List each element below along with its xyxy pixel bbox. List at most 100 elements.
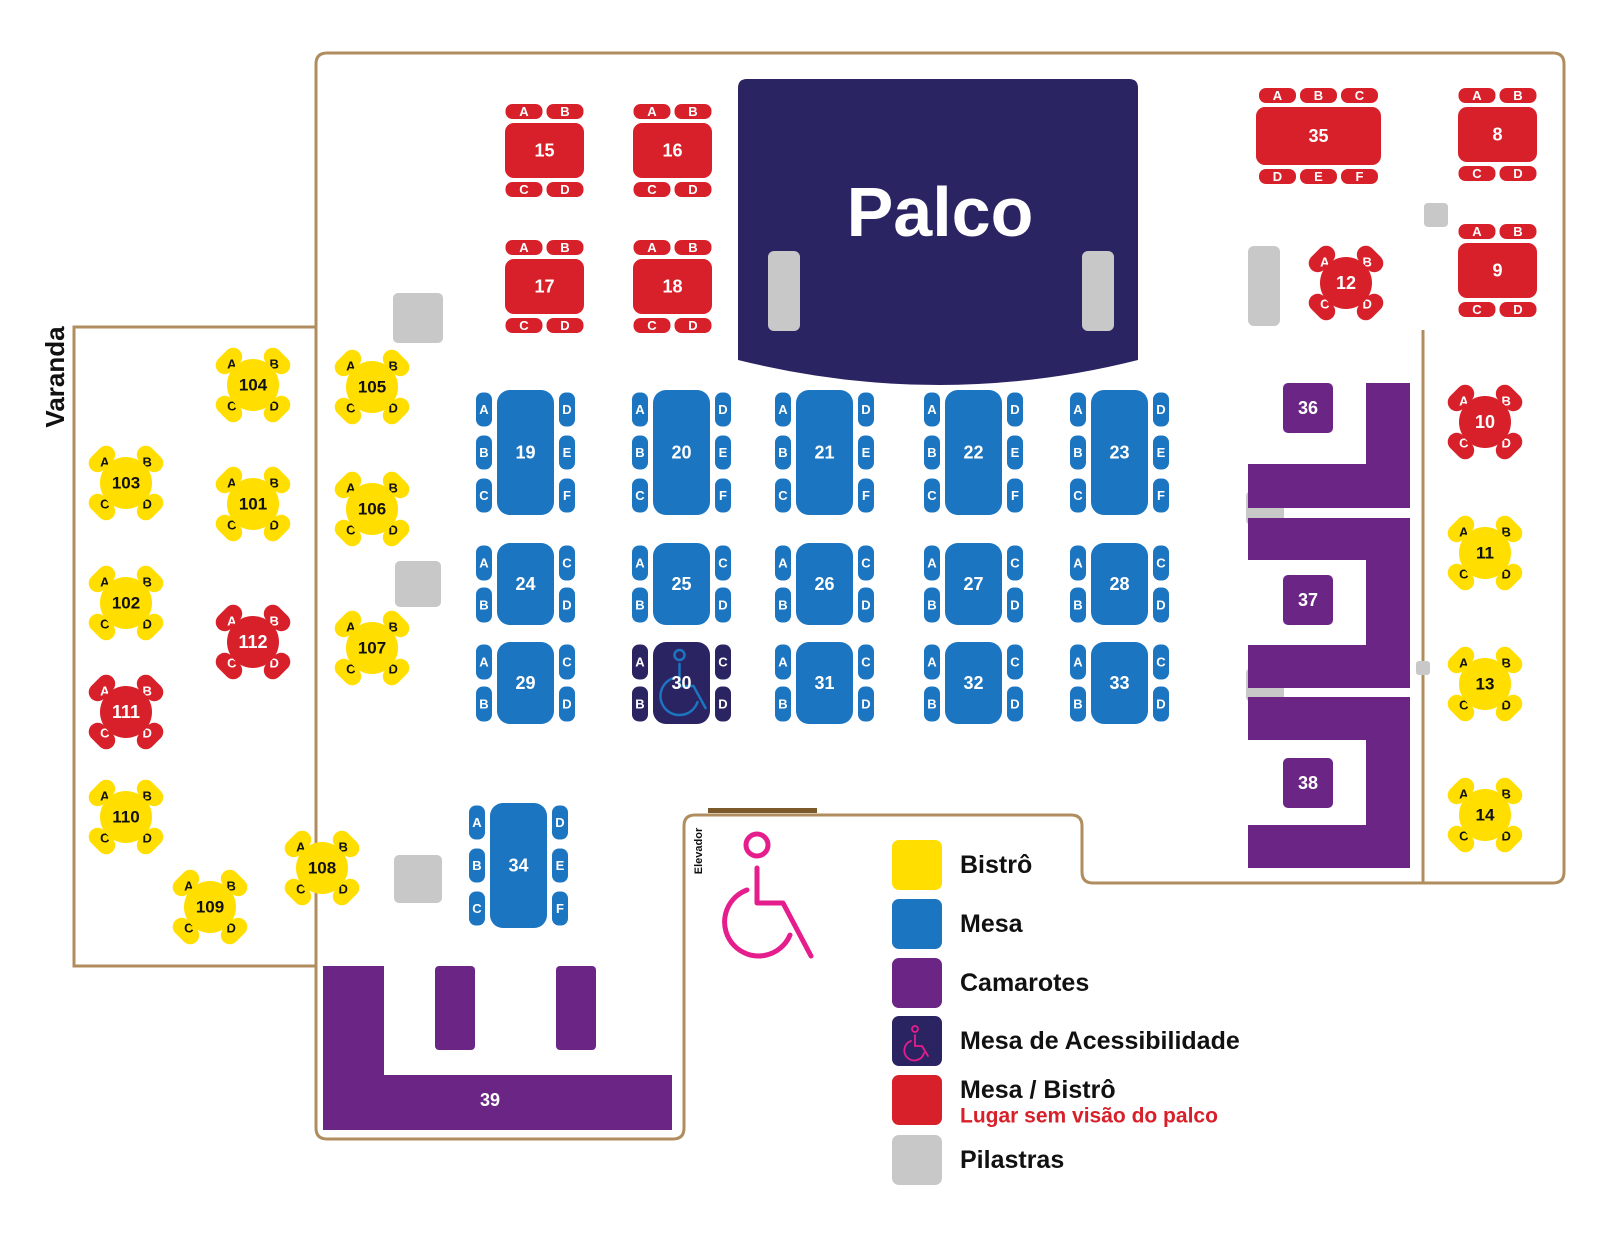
seat-109-B[interactable]: B bbox=[217, 866, 251, 900]
seat-35-D[interactable]: D bbox=[1259, 169, 1296, 184]
seat-14-B[interactable]: B bbox=[1492, 774, 1526, 808]
seat-10-A[interactable]: A bbox=[1444, 381, 1478, 415]
seat-25-A[interactable]: A bbox=[632, 545, 648, 581]
seat-8-A[interactable]: A bbox=[1458, 88, 1496, 103]
camarote-37-structure[interactable] bbox=[1248, 518, 1410, 688]
seat-19-C[interactable]: C bbox=[476, 478, 492, 513]
seat-21-A[interactable]: A bbox=[775, 392, 791, 427]
seat-10-D[interactable]: D bbox=[1492, 429, 1526, 463]
seat-13-A[interactable]: A bbox=[1444, 643, 1478, 677]
seat-27-B[interactable]: B bbox=[924, 587, 940, 623]
seat-27-C[interactable]: C bbox=[1007, 545, 1023, 581]
seat-24-C[interactable]: C bbox=[559, 545, 575, 581]
seat-104-C[interactable]: C bbox=[212, 392, 246, 426]
seat-31-A[interactable]: A bbox=[775, 644, 791, 680]
seat-25-C[interactable]: C bbox=[715, 545, 731, 581]
seat-22-A[interactable]: A bbox=[924, 392, 940, 427]
seat-112-C[interactable]: C bbox=[212, 649, 246, 683]
seat-31-D[interactable]: D bbox=[858, 686, 874, 722]
seat-28-C[interactable]: C bbox=[1153, 545, 1169, 581]
seat-20-A[interactable]: A bbox=[632, 392, 648, 427]
seat-109-C[interactable]: C bbox=[169, 914, 203, 948]
seat-17-C[interactable]: C bbox=[505, 318, 543, 333]
seat-31-C[interactable]: C bbox=[858, 644, 874, 680]
seat-26-B[interactable]: B bbox=[775, 587, 791, 623]
seat-28-D[interactable]: D bbox=[1153, 587, 1169, 623]
seat-30-D[interactable]: D bbox=[715, 686, 731, 722]
seat-108-C[interactable]: C bbox=[281, 875, 315, 909]
seat-21-F[interactable]: F bbox=[858, 478, 874, 513]
seat-13-D[interactable]: D bbox=[1492, 691, 1526, 725]
seat-12-D[interactable]: D bbox=[1353, 290, 1387, 324]
seat-11-B[interactable]: B bbox=[1492, 512, 1526, 546]
seat-20-B[interactable]: B bbox=[632, 435, 648, 470]
seat-25-B[interactable]: B bbox=[632, 587, 648, 623]
seat-108-B[interactable]: B bbox=[329, 827, 363, 861]
seat-102-D[interactable]: D bbox=[133, 610, 167, 644]
seat-13-C[interactable]: C bbox=[1444, 691, 1478, 725]
camarote-39[interactable]: 39 bbox=[480, 1090, 500, 1110]
seat-109-A[interactable]: A bbox=[169, 866, 203, 900]
seat-18-B[interactable]: B bbox=[674, 240, 712, 255]
seat-19-E[interactable]: E bbox=[559, 435, 575, 470]
seat-24-B[interactable]: B bbox=[476, 587, 492, 623]
seat-13-B[interactable]: B bbox=[1492, 643, 1526, 677]
seat-106-A[interactable]: A bbox=[331, 468, 365, 502]
seat-105-D[interactable]: D bbox=[379, 394, 413, 428]
seat-16-A[interactable]: A bbox=[633, 104, 671, 119]
seat-27-A[interactable]: A bbox=[924, 545, 940, 581]
seat-31-B[interactable]: B bbox=[775, 686, 791, 722]
seat-9-A[interactable]: A bbox=[1458, 224, 1496, 239]
seat-24-D[interactable]: D bbox=[559, 587, 575, 623]
seat-20-D[interactable]: D bbox=[715, 392, 731, 427]
seat-18-C[interactable]: C bbox=[633, 318, 671, 333]
seat-102-A[interactable]: A bbox=[85, 562, 119, 596]
seat-9-B[interactable]: B bbox=[1499, 224, 1537, 239]
seat-23-C[interactable]: C bbox=[1070, 478, 1086, 513]
seat-26-A[interactable]: A bbox=[775, 545, 791, 581]
seat-111-C[interactable]: C bbox=[85, 719, 119, 753]
seat-110-A[interactable]: A bbox=[85, 776, 119, 810]
seat-16-B[interactable]: B bbox=[674, 104, 712, 119]
seat-106-C[interactable]: C bbox=[331, 516, 365, 550]
camarote-36[interactable]: 36 bbox=[1283, 383, 1333, 433]
seat-29-D[interactable]: D bbox=[559, 686, 575, 722]
seat-102-C[interactable]: C bbox=[85, 610, 119, 644]
seat-26-C[interactable]: C bbox=[858, 545, 874, 581]
seat-103-A[interactable]: A bbox=[85, 442, 119, 476]
seat-28-B[interactable]: B bbox=[1070, 587, 1086, 623]
seat-103-C[interactable]: C bbox=[85, 490, 119, 524]
seat-34-C[interactable]: C bbox=[469, 891, 485, 926]
seat-111-B[interactable]: B bbox=[133, 671, 167, 705]
seat-17-A[interactable]: A bbox=[505, 240, 543, 255]
seat-16-D[interactable]: D bbox=[674, 182, 712, 197]
seat-9-D[interactable]: D bbox=[1499, 302, 1537, 317]
seat-32-D[interactable]: D bbox=[1007, 686, 1023, 722]
seat-34-A[interactable]: A bbox=[469, 805, 485, 840]
seat-112-D[interactable]: D bbox=[260, 649, 294, 683]
seat-105-B[interactable]: B bbox=[379, 346, 413, 380]
seat-26-D[interactable]: D bbox=[858, 587, 874, 623]
seat-22-F[interactable]: F bbox=[1007, 478, 1023, 513]
seat-109-D[interactable]: D bbox=[217, 914, 251, 948]
seat-34-F[interactable]: F bbox=[552, 891, 568, 926]
seat-19-A[interactable]: A bbox=[476, 392, 492, 427]
seat-34-E[interactable]: E bbox=[552, 848, 568, 883]
